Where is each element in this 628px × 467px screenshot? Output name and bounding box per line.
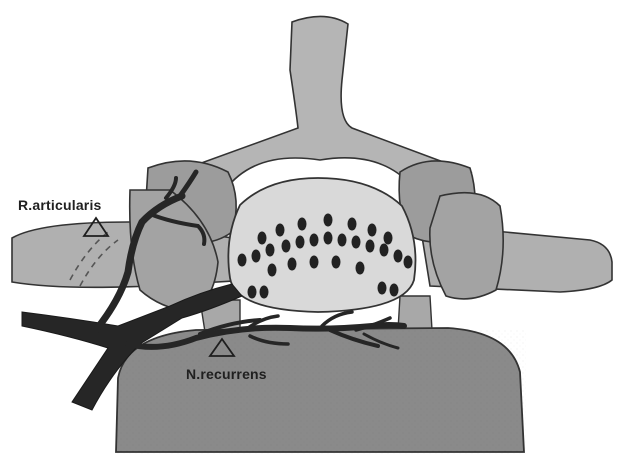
label-n-recurrens: N.recurrens bbox=[186, 366, 267, 382]
label-r-articularis: R.articularis bbox=[18, 197, 102, 213]
right-articular-process bbox=[430, 193, 503, 299]
